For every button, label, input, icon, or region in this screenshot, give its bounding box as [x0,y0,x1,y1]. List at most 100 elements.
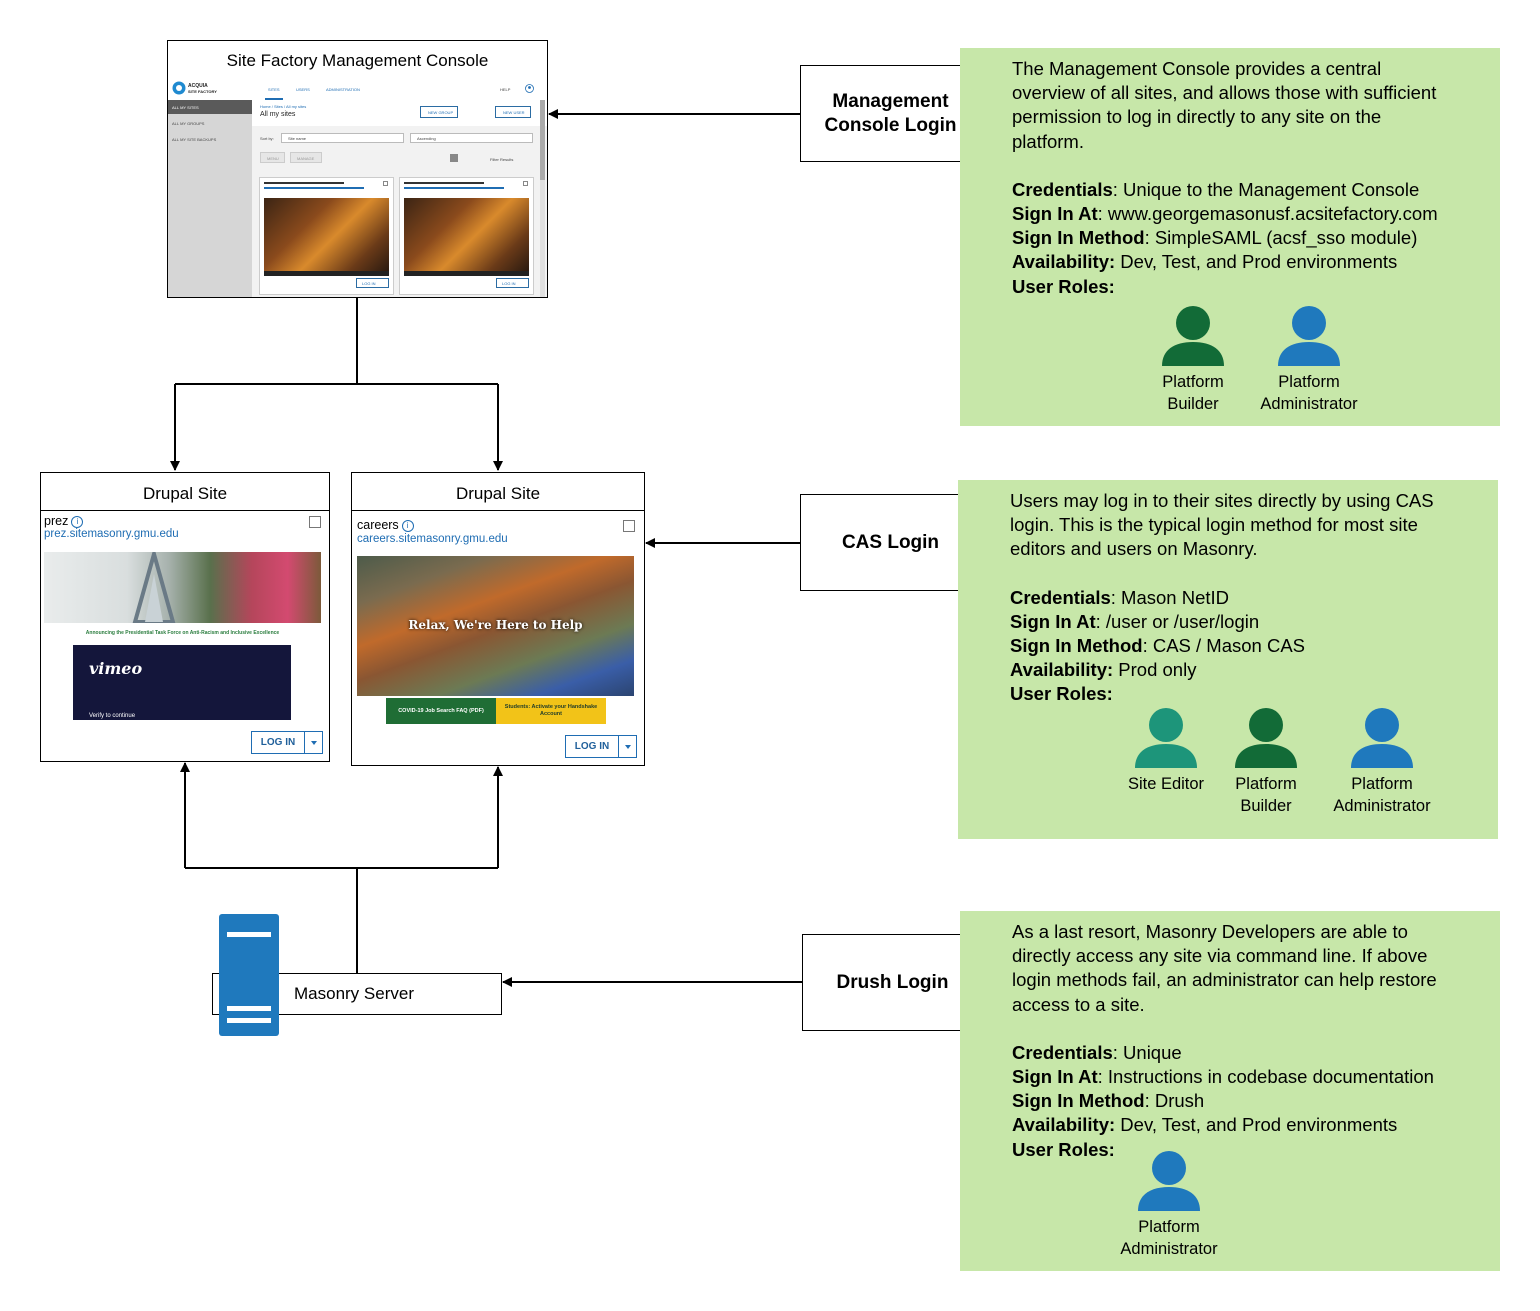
careers-login-button[interactable]: LOG IN [565,735,637,758]
console-scrollbar[interactable] [540,100,545,297]
info-icon[interactable]: i [71,516,84,528]
careers-cta-covid[interactable]: COVID-19 Job Search FAQ (PDF) [386,698,496,724]
panel-description-line: editors and users on Masonry. [1010,538,1258,560]
console-topbar: ACQUIA SITE FACTORY SITES USERS ADMINIST… [168,78,547,101]
panel-description-line: Users may log in to their sites directly… [1010,490,1434,511]
console-site-card: LOG IN [399,177,534,295]
account-icon[interactable] [525,84,534,93]
user-roles-label: User Roles: [1010,683,1113,705]
credentials-row: Credentials: Mason NetID [1010,586,1230,608]
management-console-screenshot: ACQUIA SITE FACTORY SITES USERS ADMINIST… [168,78,547,297]
console-sort-select[interactable]: Site name [281,133,404,143]
user-icon [1135,708,1197,768]
console-nav-sites[interactable]: SITES [268,87,280,92]
console-heading: All my sites [260,111,296,118]
console-menu-button[interactable]: MENU [260,152,285,163]
drupal-site-title: Drupal Site [455,484,541,503]
console-sidebar-all-sites[interactable]: ALL MY SITES [172,105,199,110]
panel-description-line: access to a site. [1012,993,1145,1015]
panel-description-line: As a last resort, Masonry Developers are… [1012,921,1408,942]
prez-login-button[interactable]: LOG IN [251,731,323,754]
role-site-editor: Site Editor [1101,708,1231,796]
console-nav-administration[interactable]: ADMINISTRATION [326,87,360,92]
panel-description-line: login methods fail, an administrator can… [1012,969,1437,991]
grid-view-icon[interactable] [450,154,458,162]
prez-announcement[interactable]: Announcing the Presidential Task Force o… [85,630,280,636]
drupal-site-title: Drupal Site [142,484,228,503]
site-url[interactable]: careers.sitemasonry.gmu.edu [357,533,508,545]
acquia-logo-icon [172,81,186,95]
console-sidebar: ALL MY SITES ALL MY GROUPS ALL MY SITE B… [168,100,252,297]
console-breadcrumb: Home / Sites / All my sites [260,104,307,109]
acquia-logo-subtext: SITE FACTORY [188,89,217,94]
user-icon [1235,708,1297,768]
console-order-select[interactable]: Ascending [410,133,533,143]
sign-in-at-row: Sign In At: www.georgemasonusf.acsitefac… [1012,203,1438,225]
panel-description-line: overview of all sites, and allows those … [1012,82,1437,104]
drush-login-box: Drush Login [802,934,983,1031]
sign-in-at-row: Sign In At: Instructions in codebase doc… [1012,1066,1434,1088]
user-icon [1162,306,1224,366]
console-sidebar-all-groups[interactable]: ALL MY GROUPS [172,121,205,126]
sign-in-method-row: Sign In Method: CAS / Mason CAS [1010,635,1306,657]
console-manage-button[interactable]: MANAGE [290,152,322,163]
careers-hero-image: Relax, We're Here to Help [357,556,634,696]
console-nav-help[interactable]: HELP [500,87,511,92]
console-new-user-button[interactable]: NEW USER [495,106,531,118]
console-sort-label: Sort by: [260,136,274,141]
sign-in-method-row: Sign In Method: SimpleSAML (acsf_sso mod… [1012,227,1418,249]
masonry-server-label: Masonry Server [294,984,414,1003]
console-filter[interactable]: Filter Results [490,157,514,162]
user-icon [1138,1151,1200,1211]
site-select-checkbox[interactable] [623,520,635,532]
credentials-row: Credentials: Unique [1012,1041,1182,1063]
console-site-card: LOG IN [259,177,394,295]
careers-cta-handshake[interactable]: Students: Activate your Handshake Accoun… [496,698,606,724]
availability-row: Availability: Dev, Test, and Prod enviro… [1012,1114,1398,1136]
panel-description-line: platform. [1012,130,1084,152]
console-new-group-button[interactable]: NEW GROUP [420,106,458,118]
console-card-login-button[interactable]: LOG IN [496,278,529,288]
server-icon [219,914,279,1036]
credentials-row: Credentials: Unique to the Management Co… [1012,178,1420,200]
vimeo-verify[interactable]: Verify to continue [89,713,136,719]
management-console-info-panel: The Management Console provides a centra… [960,48,1500,426]
user-icon [1351,708,1413,768]
panel-description-line: The Management Console provides a centra… [1012,58,1382,79]
panel-description-line: login. This is the typical login method … [1010,514,1418,536]
user-icon [1278,306,1340,366]
prez-video[interactable]: vimeo Verify to continue [73,645,291,720]
panel-description-line: permission to log in directly to any sit… [1012,106,1382,128]
sign-in-at-row: Sign In At: /user or /user/login [1010,610,1260,632]
console-nav-users[interactable]: USERS [296,87,310,92]
cas-login-box: CAS Login [800,494,981,591]
availability-row: Availability: Prod only [1010,659,1197,681]
management-console-title: Site Factory Management Console [226,51,489,70]
site-select-checkbox[interactable] [309,516,321,528]
vimeo-logo: vimeo [89,659,143,678]
site-url[interactable]: prez.sitemasonry.gmu.edu [44,528,179,540]
acquia-logo-text: ACQUIA [188,83,208,89]
console-card-login-button[interactable]: LOG IN [356,278,389,288]
sign-in-method-row: Sign In Method: Drush [1012,1090,1205,1112]
info-icon[interactable]: i [401,520,414,532]
console-sidebar-backups[interactable]: ALL MY SITE BACKUPS [172,137,217,142]
chevron-down-icon[interactable] [304,732,322,753]
chevron-down-icon[interactable] [618,736,636,757]
user-roles-label: User Roles: [1012,275,1115,297]
user-roles-label: User Roles: [1012,1138,1115,1160]
panel-description-line: directly access any site via command lin… [1012,945,1428,967]
prez-banner-image [44,552,321,623]
cas-login-info-panel: Users may log in to their sites directly… [958,480,1498,839]
